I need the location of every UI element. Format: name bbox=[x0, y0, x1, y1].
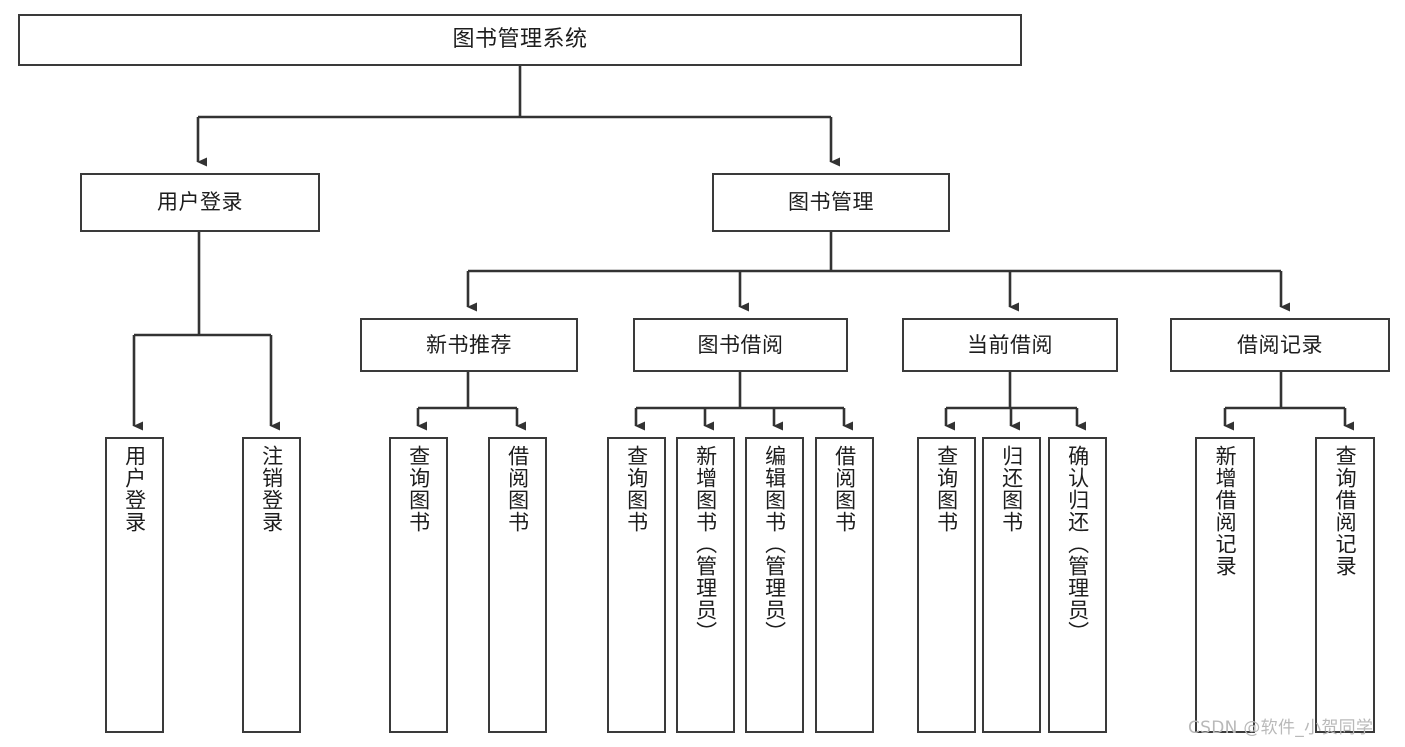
leaf-new-book-rec-2[interactable]: 借阅图书 bbox=[488, 437, 547, 733]
node-book-borrow-label: 图书借阅 bbox=[697, 332, 784, 357]
node-root[interactable]: 图书管理系统 bbox=[18, 14, 1022, 66]
node-borrow-record-label: 借阅记录 bbox=[1237, 332, 1323, 357]
node-borrow-record[interactable]: 借阅记录 bbox=[1170, 318, 1390, 372]
leaf-borrow-record-2[interactable]: 查询借阅记录 bbox=[1315, 437, 1375, 733]
leaf-user-login-1[interactable]: 用户登录 bbox=[105, 437, 164, 733]
leaf-current-borrow-1-label: 查询图书 bbox=[934, 445, 959, 533]
node-book-manage[interactable]: 图书管理 bbox=[712, 173, 950, 232]
leaf-user-login-2-label: 注销登录 bbox=[259, 445, 284, 533]
node-user-login[interactable]: 用户登录 bbox=[80, 173, 320, 232]
node-new-book-rec-label: 新书推荐 bbox=[426, 332, 512, 357]
leaf-current-borrow-1[interactable]: 查询图书 bbox=[917, 437, 976, 733]
leaf-book-borrow-4-label: 借阅图书 bbox=[832, 445, 857, 533]
leaf-book-borrow-2[interactable]: 新增图书（管理员） bbox=[676, 437, 735, 733]
leaf-new-book-rec-2-label: 借阅图书 bbox=[505, 445, 530, 533]
leaf-book-borrow-1-label: 查询图书 bbox=[624, 445, 649, 533]
leaf-book-borrow-4[interactable]: 借阅图书 bbox=[815, 437, 874, 733]
leaf-current-borrow-2-label: 归还图书 bbox=[999, 445, 1024, 533]
leaf-user-login-2[interactable]: 注销登录 bbox=[242, 437, 301, 733]
node-user-login-label: 用户登录 bbox=[157, 190, 243, 215]
leaf-new-book-rec-1[interactable]: 查询图书 bbox=[389, 437, 448, 733]
leaf-user-login-1-label: 用户登录 bbox=[122, 445, 147, 533]
node-current-borrow-label: 当前借阅 bbox=[967, 332, 1053, 357]
leaf-current-borrow-3[interactable]: 确认归还（管理员） bbox=[1048, 437, 1107, 733]
leaf-book-borrow-3[interactable]: 编辑图书（管理员） bbox=[745, 437, 804, 733]
leaf-new-book-rec-1-label: 查询图书 bbox=[406, 445, 431, 533]
leaf-book-borrow-1[interactable]: 查询图书 bbox=[607, 437, 666, 733]
csdn-watermark: CSDN @软件_小贺同学 bbox=[1188, 718, 1374, 738]
leaf-borrow-record-1[interactable]: 新增借阅记录 bbox=[1195, 437, 1255, 733]
leaf-current-borrow-3-label: 确认归还（管理员） bbox=[1065, 445, 1090, 643]
leaf-book-borrow-2-label: 新增图书（管理员） bbox=[693, 445, 718, 643]
node-root-label: 图书管理系统 bbox=[452, 27, 588, 53]
leaf-borrow-record-1-label: 新增借阅记录 bbox=[1213, 445, 1238, 577]
node-book-manage-label: 图书管理 bbox=[788, 190, 874, 215]
node-new-book-rec[interactable]: 新书推荐 bbox=[360, 318, 578, 372]
leaf-book-borrow-3-label: 编辑图书（管理员） bbox=[762, 445, 787, 643]
leaf-current-borrow-2[interactable]: 归还图书 bbox=[982, 437, 1041, 733]
leaf-borrow-record-2-label: 查询借阅记录 bbox=[1333, 445, 1358, 577]
node-book-borrow[interactable]: 图书借阅 bbox=[633, 318, 848, 372]
node-current-borrow[interactable]: 当前借阅 bbox=[902, 318, 1118, 372]
